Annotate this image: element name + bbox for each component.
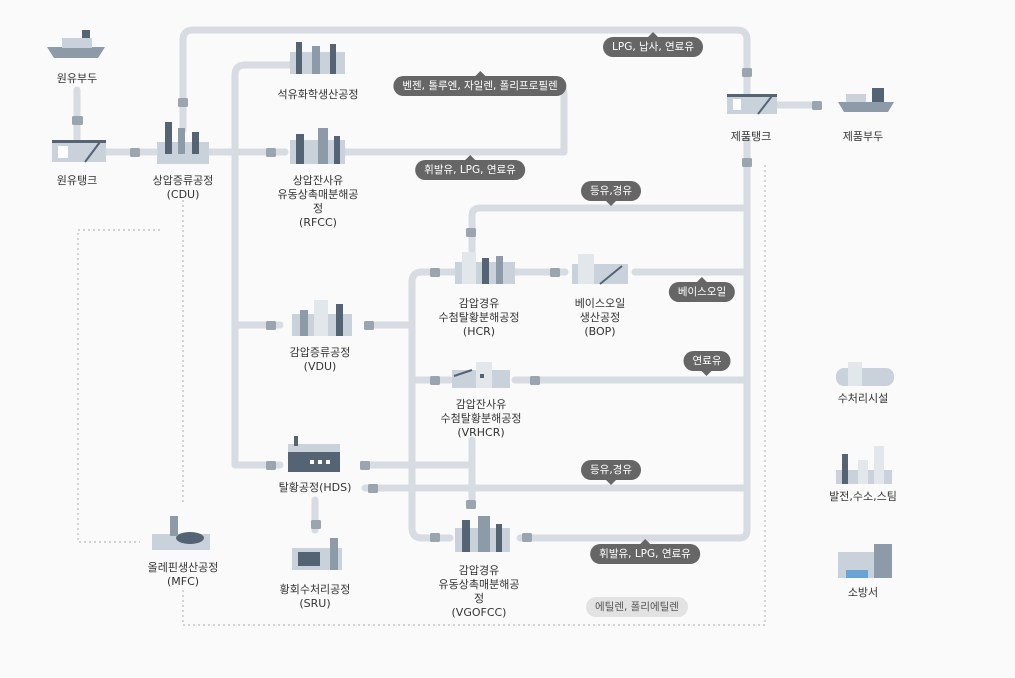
vdu-icon	[292, 300, 352, 336]
node-product-tank-label: 제품탱크	[730, 130, 772, 143]
bop-icon	[572, 254, 628, 285]
product-lpg-naphtha-fuel: LPG, 납사, 연료유	[603, 37, 703, 57]
flow-arrows	[72, 68, 822, 542]
legend-power-plant-label: 발전,수소,스팀	[829, 490, 897, 503]
hcr-icon	[455, 252, 515, 284]
node-vrhcr-label: 감압잔사유 수첨탈황분해공정 (VRHCR)	[440, 398, 522, 439]
petchem-icon	[290, 42, 345, 74]
node-crude-tank-label: 원유탱크	[56, 174, 98, 187]
product-btx: 벤젠, 톨루엔, 자일렌, 폴리프로필렌	[393, 76, 567, 96]
ship-icon	[47, 30, 105, 58]
node-hcr-label: 감압경유 수첨탈황분해공정 (HCR)	[438, 297, 520, 338]
product-volatile-lpg-fuel-2: 휘발유, LPG, 연료유	[590, 544, 700, 564]
vgofcc-icon	[455, 516, 510, 552]
product-tank-icon	[727, 94, 777, 115]
node-crude-pier-label: 원유부두	[56, 72, 98, 85]
vrhcr-icon	[452, 362, 510, 388]
node-bop-label: 베이스오일 생산공정 (BOP)	[574, 297, 626, 338]
hds-icon	[288, 436, 340, 472]
node-sru-label: 황회수처리공정 (SRU)	[279, 583, 351, 610]
sru-icon	[292, 538, 342, 570]
node-hds-label: 탈황공정(HDS)	[278, 481, 352, 494]
crude-tank-icon	[52, 140, 106, 163]
pipe-network	[73, 26, 819, 542]
product-ethylene: 에틸렌, 폴리에틸렌	[586, 597, 688, 617]
cdu-icon	[157, 122, 209, 164]
product-ship-icon	[838, 88, 894, 112]
node-mfc-label: 올레핀생산공정 (MFC)	[147, 561, 219, 588]
product-kero-diesel-1: 등유,경유	[581, 181, 641, 201]
product-fuel-oil: 연료유	[683, 351, 731, 371]
rfcc-icon	[290, 128, 345, 164]
power-plant-icon	[836, 446, 892, 484]
legend-water-treatment-label: 수처리시설	[837, 392, 889, 405]
legend-fire-station-label: 소방서	[847, 586, 879, 599]
water-treatment-icon	[836, 362, 894, 386]
node-vgofcc-label: 감압경유 유동상촉매분해공 정 (VGOFCC)	[438, 564, 520, 619]
product-base-oil: 베이스오일	[668, 282, 736, 302]
node-product-pier-label: 제품부두	[842, 130, 884, 143]
product-volatile-lpg-fuel-1: 휘발유, LPG, 연료유	[415, 160, 525, 180]
mfc-icon	[152, 516, 210, 550]
node-petchem-label: 석유화학생산공정	[277, 88, 359, 101]
node-vdu-label: 감압증류공정 (VDU)	[289, 346, 351, 373]
dotted-flow-lines	[77, 165, 766, 626]
node-rfcc-label: 상압잔사유 유동상촉매분해공 정 (RFCC)	[277, 174, 359, 229]
node-cdu-label: 상압증류공정 (CDU)	[152, 174, 214, 201]
fire-station-icon	[838, 544, 892, 578]
product-kero-diesel-2: 등유,경유	[581, 460, 641, 480]
